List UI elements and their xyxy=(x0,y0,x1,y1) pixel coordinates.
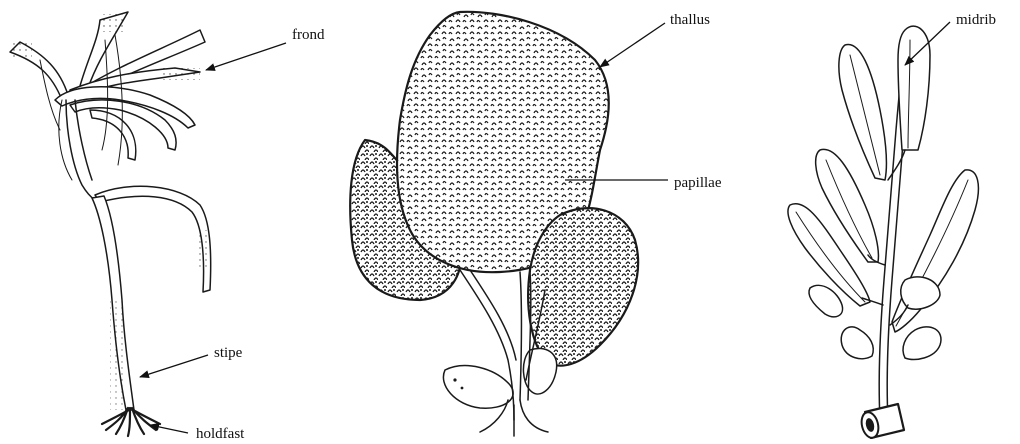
frond-pointer xyxy=(206,43,286,70)
kelp-holdfast xyxy=(102,408,160,436)
thallus-pointer xyxy=(600,23,665,67)
holdfast-label: holdfast xyxy=(196,426,245,439)
thallus-drawing xyxy=(350,12,638,436)
kelp-stipe xyxy=(92,196,134,410)
stipe-pointer xyxy=(140,355,208,377)
frond-label: frond xyxy=(292,27,325,43)
midrib-drawing xyxy=(788,26,978,439)
midrib-holdfast xyxy=(859,404,904,439)
papillae-label: papillae xyxy=(674,175,722,191)
kelp-drawing xyxy=(10,12,211,436)
stipe-label: stipe xyxy=(214,345,243,361)
thallus-label: thallus xyxy=(670,12,710,28)
midrib-label: midrib xyxy=(956,12,996,28)
